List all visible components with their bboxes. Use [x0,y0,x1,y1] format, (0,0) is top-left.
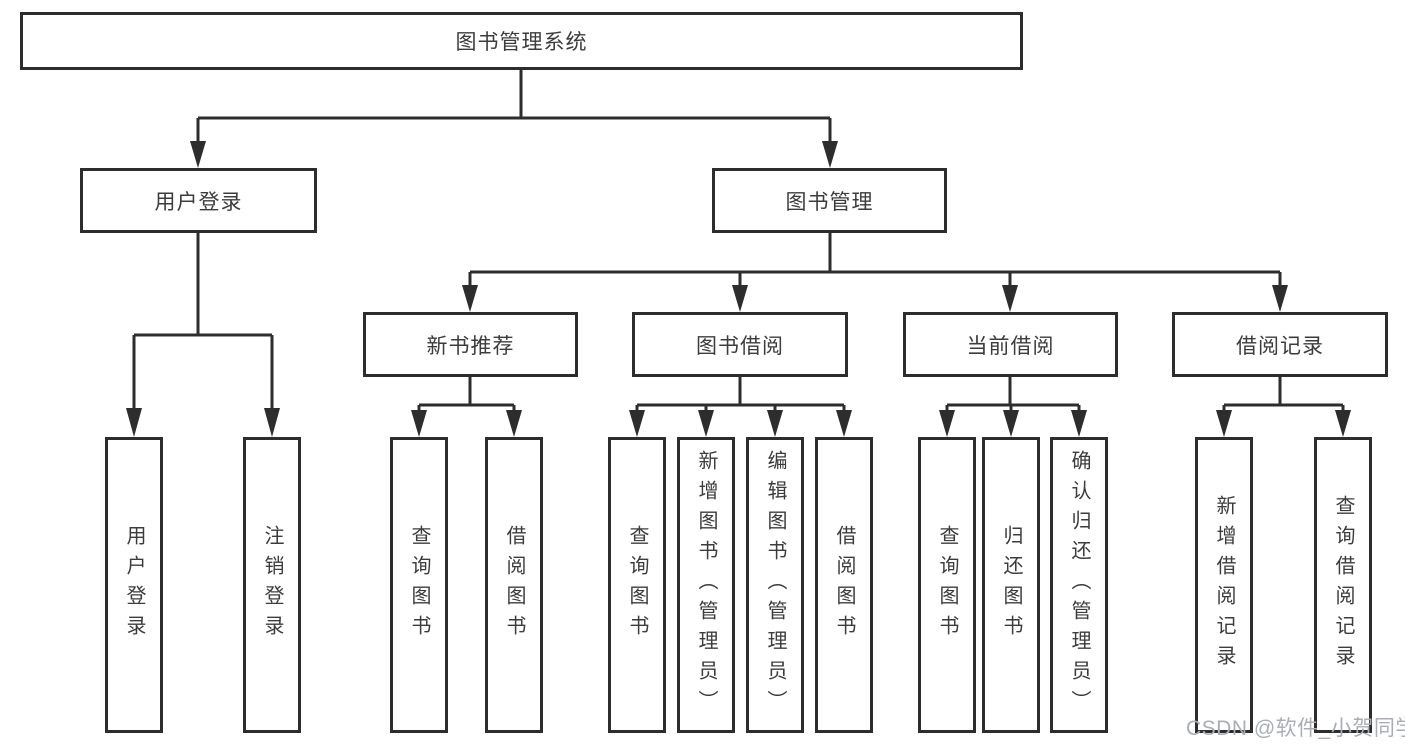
node-new-book-recommend: 新书推荐 [363,312,578,377]
leaf-user-login: 用户登录 [105,437,163,733]
node-book-management: 图书管理 [712,168,947,233]
node-book-borrowing: 图书借阅 [632,312,848,377]
leaf-logout: 注销登录 [243,437,301,733]
leaf-add-borrow-record: 新增借阅记录 [1195,437,1253,733]
leaf-edit-books-admin: 编辑图书（管理员） [746,437,804,733]
node-label: 当前借阅 [966,334,1055,358]
leaf-query-books-borrowing: 查询图书 [608,437,666,733]
node-label: 借阅记录 [1236,334,1324,358]
node-label: 图书借阅 [696,334,784,358]
leaf-label: 编辑图书（管理员） [764,450,786,720]
leaf-label: 查询图书 [936,525,958,645]
leaf-add-books-admin: 新增图书（管理员） [677,437,735,733]
leaf-label: 查询借阅记录 [1332,495,1354,675]
node-label: 图书管理 [785,190,874,214]
leaf-label: 用户登录 [123,525,145,645]
leaf-label: 注销登录 [261,525,283,645]
node-library-management-system: 图书管理系统 [20,12,1023,70]
node-label: 新书推荐 [426,334,515,358]
arrowheads [126,141,1351,437]
node-current-borrowing: 当前借阅 [903,312,1118,377]
leaf-query-books-current: 查询图书 [918,437,976,733]
leaf-label: 借阅图书 [503,525,525,645]
leaf-label: 查询图书 [408,525,430,645]
leaf-label: 新增借阅记录 [1213,495,1235,675]
leaf-label: 借阅图书 [833,525,855,645]
csdn-watermark: CSDN @软件_小贺同学 [1186,717,1405,740]
node-borrowing-records: 借阅记录 [1172,312,1388,377]
leaf-label: 查询图书 [626,525,648,645]
leaf-query-books-recommend: 查询图书 [390,437,448,733]
leaf-label: 归还图书 [1000,525,1022,645]
leaf-query-borrow-record: 查询借阅记录 [1314,437,1372,733]
leaf-confirm-return-admin: 确认归还（管理员） [1050,437,1108,733]
leaf-return-books: 归还图书 [982,437,1040,733]
node-label: 用户登录 [154,190,243,214]
leaf-borrow-books-recommend: 借阅图书 [485,437,543,733]
node-label: 图书管理系统 [455,31,588,54]
leaf-borrow-books: 借阅图书 [815,437,873,733]
leaf-label: 确认归还（管理员） [1068,450,1090,720]
node-user-login: 用户登录 [80,168,317,233]
leaf-label: 新增图书（管理员） [695,450,717,720]
